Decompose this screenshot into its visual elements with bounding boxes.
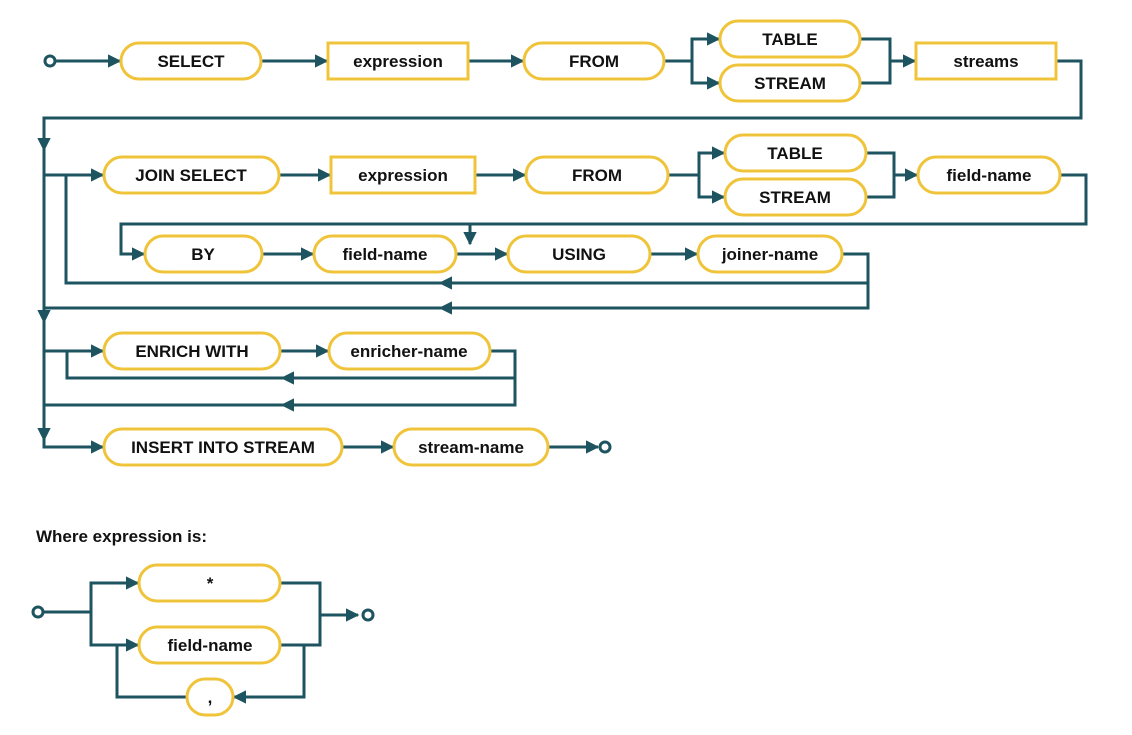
node-field-name-2: field-name [312, 234, 458, 274]
row-insert [42, 430, 600, 454]
node-streams: streams [914, 41, 1058, 81]
row-enrich [37, 322, 517, 442]
node-field-name-1: field-name [916, 155, 1062, 195]
expression-caption: Where expression is: [36, 527, 207, 546]
svg-text:*: * [207, 574, 214, 593]
svg-text:expression: expression [358, 166, 448, 185]
expression-diagram [40, 576, 360, 704]
svg-text:streams: streams [953, 52, 1018, 71]
svg-text:field-name: field-name [167, 636, 252, 655]
node-insert-into-stream: INSERT INTO STREAM [102, 427, 344, 467]
svg-text:,: , [208, 688, 213, 707]
svg-text:stream-name: stream-name [418, 438, 524, 457]
svg-text:JOIN SELECT: JOIN SELECT [135, 166, 247, 185]
svg-text:joiner-name: joiner-name [721, 245, 818, 264]
node-star: * [137, 563, 282, 603]
node-stream-name: stream-name [392, 427, 550, 467]
start-dot [43, 54, 57, 68]
node-using: USING [506, 234, 652, 274]
expr-start-dot [31, 605, 45, 619]
node-expression-1: expression [326, 41, 470, 81]
node-by: BY [143, 234, 264, 274]
svg-text:expression: expression [353, 52, 443, 71]
svg-text:TABLE: TABLE [762, 30, 817, 49]
svg-text:ENRICH WITH: ENRICH WITH [135, 342, 248, 361]
svg-text:INSERT INTO STREAM: INSERT INTO STREAM [131, 438, 315, 457]
svg-text:BY: BY [191, 245, 215, 264]
node-comma: , [185, 677, 235, 717]
svg-text:FROM: FROM [572, 166, 622, 185]
row-select [37, 32, 1083, 152]
node-join-select: JOIN SELECT [102, 155, 281, 195]
node-from-1: FROM [522, 41, 666, 81]
svg-text:FROM: FROM [569, 52, 619, 71]
expr-end-dot [361, 608, 375, 622]
node-select: SELECT [119, 41, 263, 81]
node-expression-2: expression [329, 155, 477, 195]
svg-text:STREAM: STREAM [754, 74, 826, 93]
row-join [37, 146, 1088, 324]
svg-text:field-name: field-name [946, 166, 1031, 185]
node-expr-field-name: field-name [137, 625, 282, 665]
node-from-2: FROM [524, 155, 670, 195]
node-joiner-name: joiner-name [696, 234, 844, 274]
node-stream-2: STREAM [723, 177, 868, 217]
svg-text:TABLE: TABLE [767, 144, 822, 163]
svg-text:enricher-name: enricher-name [350, 342, 467, 361]
svg-text:USING: USING [552, 245, 606, 264]
node-stream-1: STREAM [718, 63, 862, 103]
svg-text:SELECT: SELECT [157, 52, 225, 71]
node-table-1: TABLE [718, 19, 862, 59]
node-enrich-with: ENRICH WITH [102, 331, 282, 371]
svg-text:field-name: field-name [342, 245, 427, 264]
end-dot [598, 440, 612, 454]
node-table-2: TABLE [723, 133, 868, 173]
svg-text:STREAM: STREAM [759, 188, 831, 207]
node-enricher-name: enricher-name [327, 331, 492, 371]
